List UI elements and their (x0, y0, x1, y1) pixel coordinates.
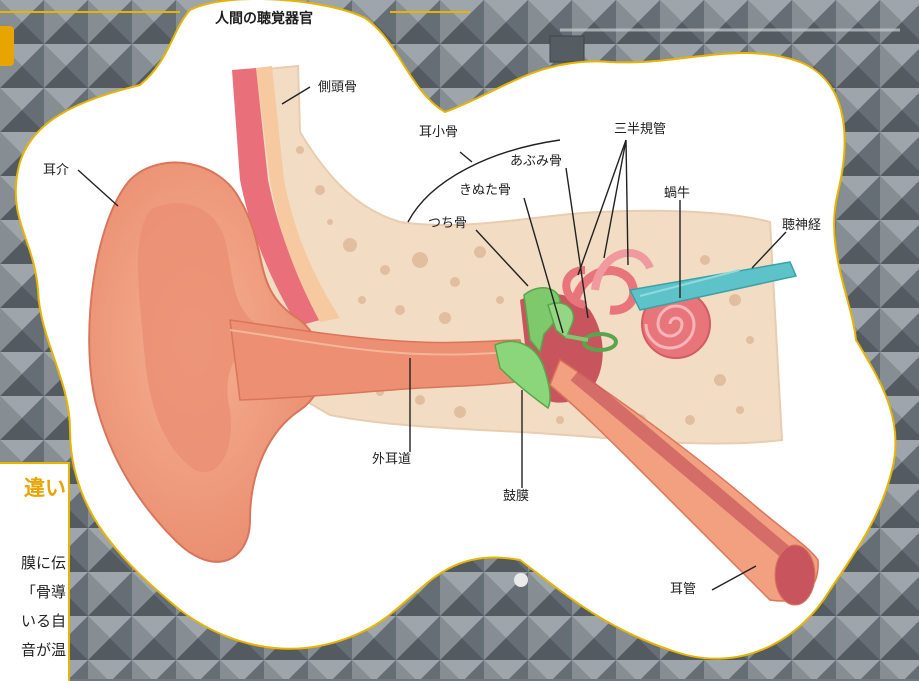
label-semicircular-canals: 三半規管 (614, 122, 666, 138)
label-eardrum: 鼓膜 (503, 489, 529, 505)
side-article-line: いる自 (21, 610, 66, 631)
label-auricle: 耳介 (43, 163, 69, 179)
label-temporal-bone: 側頭骨 (318, 80, 357, 96)
label-ear-canal: 外耳道 (372, 452, 411, 468)
label-cochlea: 蝸牛 (664, 186, 690, 202)
label-malleus: つち骨 (428, 216, 467, 232)
diagram-title: 人間の聴覚器官 (215, 11, 313, 27)
label-incus: きぬた骨 (459, 183, 511, 199)
side-article-panel: 違い 膜に伝 「骨導 いる自 音が温 (0, 462, 70, 681)
side-article-line: 膜に伝 (21, 552, 66, 573)
label-stapes: あぶみ骨 (510, 154, 562, 170)
mounted-box (550, 36, 584, 62)
microphone-ball (514, 573, 528, 587)
label-ossicles: 耳小骨 (419, 125, 458, 141)
label-eustachian-tube: 耳管 (670, 582, 696, 598)
accent-tag (0, 26, 14, 66)
side-article-heading: 違い (24, 472, 66, 502)
side-article-line: 音が温 (21, 639, 66, 660)
side-article-line: 「骨導 (21, 581, 66, 602)
label-auditory-nerve: 聴神経 (782, 218, 821, 234)
